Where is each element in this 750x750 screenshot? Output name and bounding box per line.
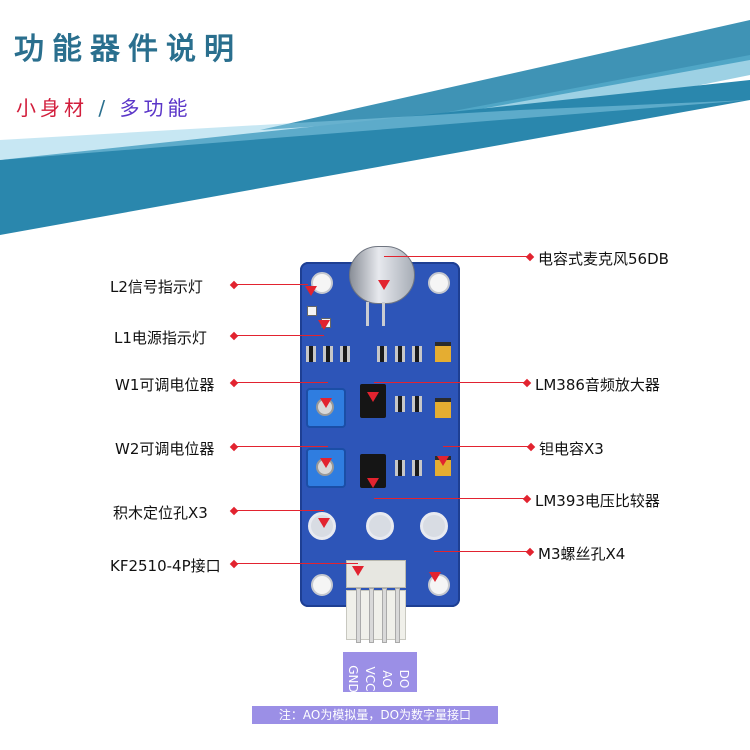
callout-dot (229, 280, 239, 290)
callout-arrow (352, 566, 364, 576)
callout-dot (525, 547, 535, 557)
connector-pin (382, 588, 387, 643)
callout-arrow (367, 392, 379, 402)
page-title: 功能器件说明 (14, 32, 242, 67)
pin-label-ao: AO (380, 670, 394, 688)
callout-arrow (320, 458, 332, 468)
label-tantalum: 钽电容X3 (539, 440, 604, 458)
callout-line (236, 446, 328, 447)
connector-pin (395, 588, 400, 643)
callout-dot (229, 506, 239, 516)
callout-line (374, 498, 524, 499)
callout-line (236, 510, 324, 511)
callout-dot (525, 252, 535, 262)
callout-line (236, 382, 328, 383)
pin-label-vcc: VCC (363, 666, 377, 692)
pin-label-gnd: GND (346, 665, 360, 693)
callout-arrow (437, 456, 449, 466)
tantalum-capacitor (435, 342, 451, 362)
tantalum-capacitor (435, 398, 451, 418)
pin-labels: GND VCC AO DO (343, 652, 417, 693)
resistor (340, 346, 350, 362)
callout-dot (229, 559, 239, 569)
callout-arrow (429, 572, 441, 582)
resistor (412, 460, 422, 476)
microphone-leg (366, 302, 369, 326)
footer-note: 注：AO为模拟量，DO为数字量接口 (252, 706, 498, 724)
resistor (377, 346, 387, 362)
callout-line (236, 335, 324, 336)
label-microphone: 电容式麦克风56DB (538, 250, 669, 268)
callout-arrow (318, 518, 330, 528)
connector-pin (369, 588, 374, 643)
positioning-hole (420, 512, 448, 540)
subtitle-separator: / (98, 96, 110, 120)
resistor (412, 396, 422, 412)
callout-dot (522, 378, 532, 388)
resistor (323, 346, 333, 362)
callout-line (384, 256, 527, 257)
screw-hole (428, 272, 450, 294)
callout-line (236, 563, 358, 564)
resistor (306, 346, 316, 362)
label-w2-pot: W2可调电位器 (115, 440, 215, 458)
page-subtitle: 小身材 / 多功能 (16, 92, 191, 121)
callout-line (443, 446, 528, 447)
callout-dot (522, 494, 532, 504)
callout-dot (229, 442, 239, 452)
resistor (412, 346, 422, 362)
header-banner (0, 20, 750, 235)
callout-arrow (378, 280, 390, 290)
label-w1-pot: W1可调电位器 (115, 376, 215, 394)
label-screw-holes: M3螺丝孔X4 (538, 545, 626, 563)
callout-dot (229, 378, 239, 388)
subtitle-part1: 小身材 (16, 96, 88, 120)
positioning-hole (366, 512, 394, 540)
microphone-component (349, 246, 415, 304)
label-lm393: LM393电压比较器 (535, 492, 660, 510)
callout-arrow (320, 398, 332, 408)
subtitle-part2: 多功能 (119, 96, 192, 120)
pin-label-do: DO (397, 669, 411, 689)
callout-arrow (305, 286, 317, 296)
connector-pin (356, 588, 361, 643)
callout-line (236, 284, 308, 285)
callout-arrow (367, 478, 379, 488)
label-connector: KF2510-4P接口 (110, 557, 221, 575)
callout-line (374, 382, 524, 383)
callout-dot (526, 442, 536, 452)
led-l2 (307, 306, 317, 316)
callout-dot (229, 331, 239, 341)
label-l1-led: L1电源指示灯 (114, 329, 207, 347)
callout-line (434, 551, 527, 552)
resistor (395, 346, 405, 362)
microphone-leg (382, 302, 385, 326)
resistor (395, 396, 405, 412)
callout-arrow (318, 320, 330, 330)
resistor (395, 460, 405, 476)
label-lm386: LM386音频放大器 (535, 376, 660, 394)
screw-hole (311, 574, 333, 596)
label-l2-led: L2信号指示灯 (110, 278, 203, 296)
positioning-hole (308, 512, 336, 540)
sound-sensor-board (300, 262, 460, 607)
label-positioning-holes: 积木定位孔X3 (113, 504, 208, 522)
